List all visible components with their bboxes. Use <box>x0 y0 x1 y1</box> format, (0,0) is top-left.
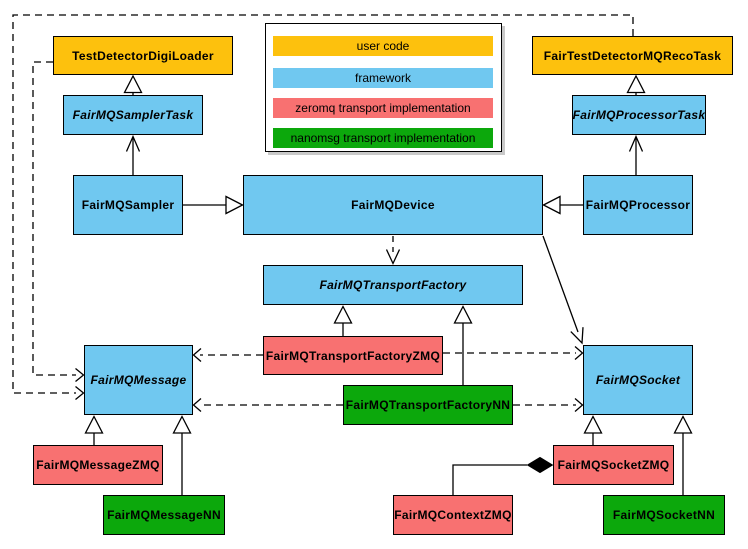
node-fairmq-sampler: FairMQSampler <box>73 175 183 235</box>
node-fairmq-socket: FairMQSocket <box>583 345 693 415</box>
arrowhead-socket-from-zmq <box>574 346 584 360</box>
inheritance-triangle-device-left <box>225 195 244 215</box>
inheritance-triangle-socket-nn <box>673 415 693 434</box>
edge-device-to-socket <box>542 235 579 333</box>
inheritance-triangle-recotask <box>626 74 646 94</box>
edge-contextzmq-to-socketzmq <box>452 464 527 495</box>
arrowhead-socket-diagonal <box>570 327 584 345</box>
inheritance-triangle-factory-nn <box>453 305 473 324</box>
node-fair-test-detector-mq-reco-task: FairTestDetectorMQRecoTask <box>532 36 733 75</box>
edge-recotask-to-message-dashed <box>12 14 634 394</box>
arrowhead-samplertask <box>125 134 141 152</box>
inheritance-triangle-message-nn <box>172 415 192 434</box>
arrowhead-factory <box>385 249 401 266</box>
node-fairmq-processor: FairMQProcessor <box>583 175 693 235</box>
arrowhead-message-from-nn <box>192 398 202 412</box>
inheritance-triangle-message-zmq <box>84 415 104 434</box>
inheritance-triangle-factory-zmq <box>333 305 353 324</box>
node-fairmq-sampler-task: FairMQSamplerTask <box>63 95 203 135</box>
node-fairmq-message-nn: FairMQMessageNN <box>103 495 225 535</box>
edge-digiloader-to-message-dashed <box>32 61 76 376</box>
node-fairmq-transport-factory-nn: FairMQTransportFactoryNN <box>343 385 513 425</box>
node-fairmq-message: FairMQMessage <box>84 345 193 415</box>
node-fairmq-transport-factory-zmq: FairMQTransportFactoryZMQ <box>263 336 443 375</box>
arrowhead-into-message-lower <box>75 385 85 401</box>
node-fairmq-socket-zmq: FairMQSocketZMQ <box>553 445 674 485</box>
node-fairmq-message-zmq: FairMQMessageZMQ <box>33 445 163 485</box>
arrowhead-processortask <box>628 134 644 152</box>
inheritance-triangle-socket-zmq <box>583 415 603 434</box>
arrowhead-into-message-upper <box>75 367 85 383</box>
node-test-detector-digi-loader: TestDetectorDigiLoader <box>53 36 233 75</box>
arrowhead-socket-from-nn <box>574 398 584 412</box>
node-fairmq-device: FairMQDevice <box>243 175 543 235</box>
arrowhead-message-from-zmq <box>192 348 202 362</box>
inheritance-triangle-device-right <box>542 195 561 215</box>
inheritance-triangle-digiloader <box>123 74 143 94</box>
node-fairmq-processor-task: FairMQProcessorTask <box>572 95 706 135</box>
legend-item-nanomsg: nanomsg transport implementation <box>273 128 493 148</box>
legend-item-zeromq: zeromq transport implementation <box>273 98 493 118</box>
legend: user code framework zeromq transport imp… <box>265 23 502 152</box>
composition-diamond <box>526 456 554 474</box>
legend-item-framework: framework <box>273 68 493 88</box>
node-fairmq-socket-nn: FairMQSocketNN <box>603 495 725 535</box>
node-fairmq-context-zmq: FairMQContextZMQ <box>393 495 513 535</box>
legend-item-user-code: user code <box>273 36 493 56</box>
node-fairmq-transport-factory: FairMQTransportFactory <box>263 265 523 305</box>
